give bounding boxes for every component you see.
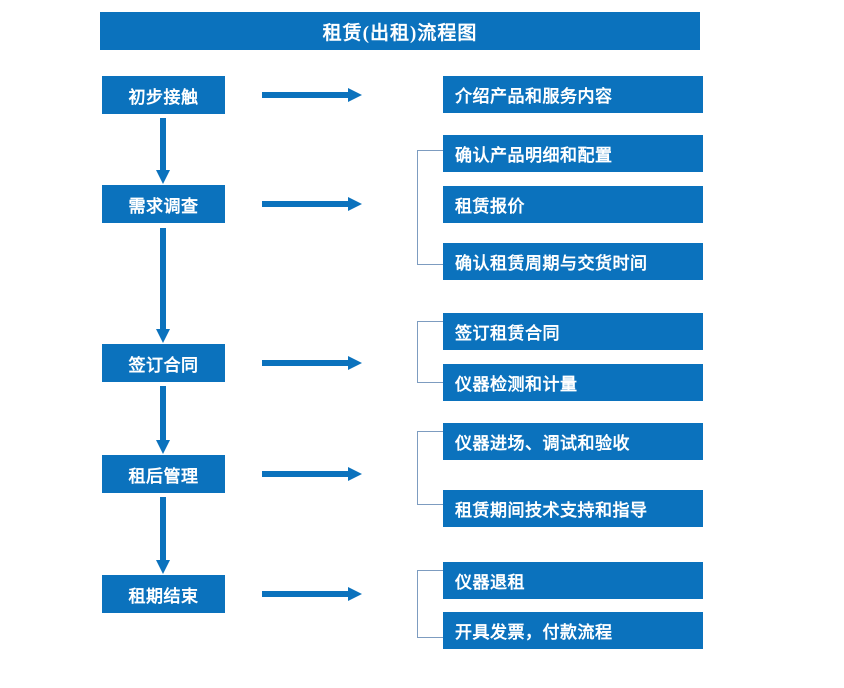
detail-box-4[interactable]: 确认租赁周期与交货时间	[443, 243, 703, 280]
stage-label-1: 初步接触	[128, 87, 199, 107]
detail-label-6: 仪器检测和计量	[455, 375, 578, 394]
page-title: 租赁(出租)流程图	[100, 12, 700, 50]
detail-label-8: 租赁期间技术支持和指导	[455, 501, 648, 520]
stage-box-3[interactable]: 签订合同	[102, 344, 225, 382]
group-bracket-2	[417, 321, 443, 383]
arrow-right-1	[262, 88, 362, 102]
detail-box-1[interactable]: 介绍产品和服务内容	[443, 76, 703, 113]
detail-label-10: 开具发票，付款流程	[455, 623, 613, 642]
group-bracket-3	[417, 431, 443, 505]
detail-box-10[interactable]: 开具发票，付款流程	[443, 612, 703, 649]
stage-label-5: 租期结束	[128, 586, 199, 606]
stage-label-2: 需求调查	[128, 196, 199, 216]
group-bracket-4	[417, 570, 443, 638]
arrow-down-2	[156, 228, 170, 343]
arrow-right-4	[262, 467, 362, 481]
stage-box-1[interactable]: 初步接触	[102, 76, 225, 114]
detail-box-5[interactable]: 签订租赁合同	[443, 313, 703, 350]
detail-box-9[interactable]: 仪器退租	[443, 562, 703, 599]
arrow-right-5	[262, 587, 362, 601]
arrow-down-3	[156, 386, 170, 454]
detail-box-8[interactable]: 租赁期间技术支持和指导	[443, 490, 703, 527]
stage-label-3: 签订合同	[128, 355, 199, 375]
detail-box-7[interactable]: 仪器进场、调试和验收	[443, 423, 703, 460]
group-bracket-1	[417, 150, 443, 265]
stage-box-5[interactable]: 租期结束	[102, 575, 225, 613]
detail-label-2: 确认产品明细和配置	[455, 146, 613, 165]
arrow-right-2	[262, 197, 362, 211]
stage-box-2[interactable]: 需求调查	[102, 185, 225, 223]
detail-label-5: 签订租赁合同	[455, 324, 560, 343]
detail-box-3[interactable]: 租赁报价	[443, 186, 703, 223]
arrow-right-3	[262, 356, 362, 370]
stage-label-4: 租后管理	[128, 466, 199, 486]
detail-box-6[interactable]: 仪器检测和计量	[443, 364, 703, 401]
detail-label-3: 租赁报价	[455, 197, 525, 216]
arrow-down-1	[156, 118, 170, 184]
detail-label-4: 确认租赁周期与交货时间	[455, 254, 648, 273]
stage-box-4[interactable]: 租后管理	[102, 455, 225, 493]
arrow-down-4	[156, 497, 170, 574]
detail-box-2[interactable]: 确认产品明细和配置	[443, 135, 703, 172]
detail-label-9: 仪器退租	[455, 573, 525, 592]
detail-label-7: 仪器进场、调试和验收	[455, 434, 630, 453]
detail-label-1: 介绍产品和服务内容	[455, 87, 613, 106]
